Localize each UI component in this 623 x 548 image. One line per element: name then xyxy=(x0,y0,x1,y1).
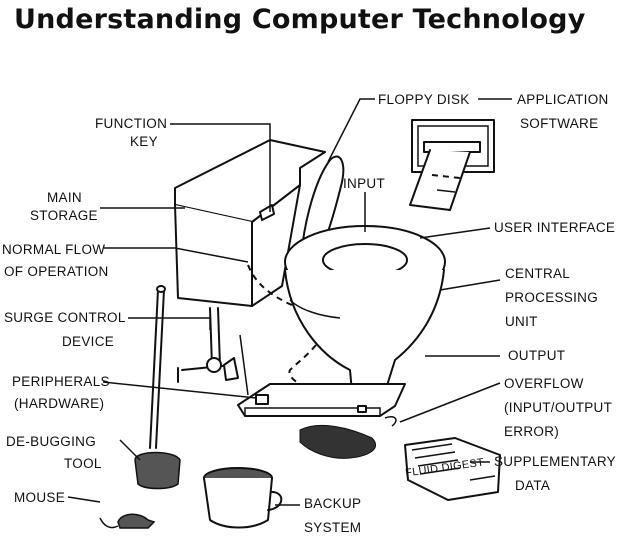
newspaper-illustration xyxy=(404,437,501,501)
label-surge-control-2: DEVICE xyxy=(62,334,115,349)
overflow-illustration xyxy=(299,415,397,459)
label-debugging-1: DE-BUGGING xyxy=(6,434,97,449)
label-application-2: SOFTWARE xyxy=(520,116,599,131)
label-main-storage-2: STORAGE xyxy=(30,208,98,223)
label-backup-1: BACKUP xyxy=(304,496,362,511)
toilet-paper-illustration xyxy=(409,119,495,211)
mouse-illustration xyxy=(99,513,156,529)
bucket-illustration xyxy=(203,467,283,529)
label-input: INPUT xyxy=(343,176,385,191)
label-overflow-2: (INPUT/OUTPUT xyxy=(504,400,613,415)
label-cpu-3: UNIT xyxy=(505,314,538,329)
surge-control-illustration xyxy=(177,307,249,396)
label-mouse: MOUSE xyxy=(14,490,66,505)
page-title: Understanding Computer Technology xyxy=(14,4,586,35)
label-overflow-1: OVERFLOW xyxy=(504,376,584,391)
label-main-storage-1: MAIN xyxy=(47,190,82,205)
toilet-base-illustration xyxy=(237,383,406,417)
label-supplementary-1: SUPPLEMENTARY xyxy=(494,454,616,469)
label-supplementary-2: DATA xyxy=(515,478,551,493)
toilet-tank-illustration xyxy=(174,139,326,307)
label-cpu-1: CENTRAL xyxy=(505,266,571,281)
label-overflow-3: ERROR) xyxy=(504,424,560,439)
label-backup-2: SYSTEM xyxy=(304,520,362,535)
leader-lines xyxy=(67,98,512,506)
label-surge-control-1: SURGE CONTROL xyxy=(4,310,126,325)
toilet-bowl-illustration xyxy=(284,225,446,393)
label-floppy-disk: FLOPPY DISK xyxy=(378,92,470,107)
label-function-key-1: FUNCTION xyxy=(95,116,168,131)
label-normal-flow-1: NORMAL FLOW xyxy=(2,242,106,257)
label-debugging-2: TOOL xyxy=(64,456,102,471)
label-normal-flow-2: OF OPERATION xyxy=(4,264,109,279)
label-output: OUTPUT xyxy=(508,348,566,363)
label-application-1: APPLICATION xyxy=(517,92,609,107)
label-peripherals-2: (HARDWARE) xyxy=(14,396,105,411)
label-user-interface: USER INTERFACE xyxy=(494,220,616,235)
label-function-key-2: KEY xyxy=(130,134,158,149)
plunger-illustration xyxy=(134,285,181,490)
label-peripherals-1: PERIPHERALS xyxy=(12,374,110,389)
label-cpu-2: PROCESSING xyxy=(505,290,599,305)
